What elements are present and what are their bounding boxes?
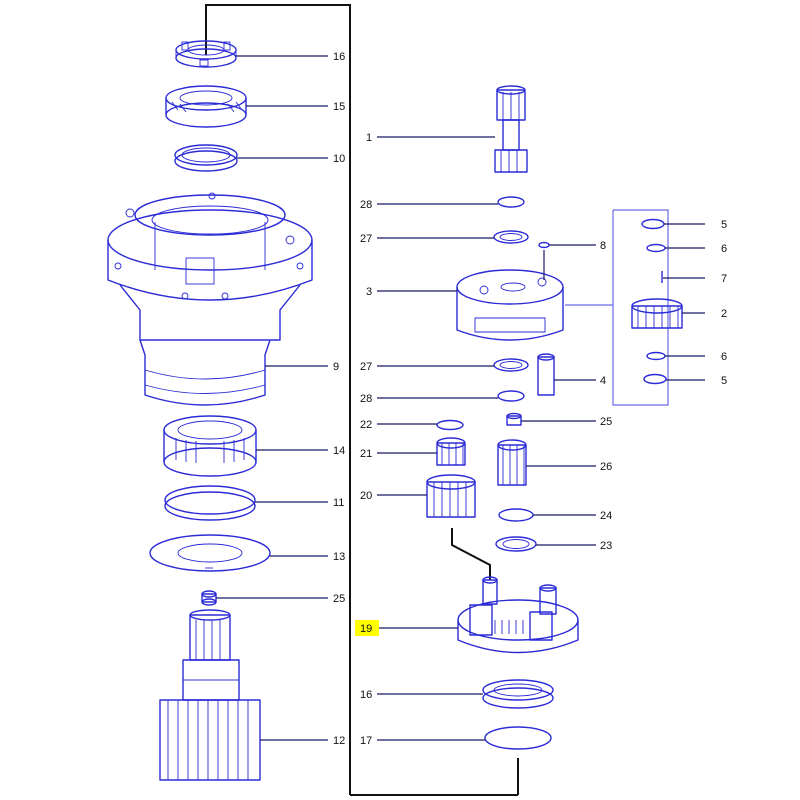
- callout-27-bottom[interactable]: 27: [360, 361, 372, 373]
- part-6-washer-bottom: [646, 351, 666, 361]
- part-10-ring: [174, 144, 238, 172]
- part-8-pin: [538, 241, 550, 249]
- callout-22[interactable]: 22: [360, 419, 372, 431]
- part-5-clip-top: [641, 218, 665, 230]
- leader-lines: [216, 55, 705, 741]
- callout-16-top[interactable]: 16: [333, 51, 345, 63]
- callout-28-bottom[interactable]: 28: [360, 393, 372, 405]
- part-22-ring: [436, 419, 464, 431]
- part-15-bearing: [165, 85, 247, 128]
- callout-6-top[interactable]: 6: [721, 243, 727, 255]
- callout-21[interactable]: 21: [360, 448, 372, 460]
- callout-4[interactable]: 4: [600, 375, 606, 387]
- callout-5-top[interactable]: 5: [721, 219, 727, 231]
- callout-1[interactable]: 1: [366, 132, 372, 144]
- callout-24[interactable]: 24: [600, 510, 612, 522]
- callout-23[interactable]: 23: [600, 540, 612, 552]
- part-6-washer-top: [646, 243, 666, 253]
- callout-27-top[interactable]: 27: [360, 233, 372, 245]
- part-2-planet-gear: [631, 298, 683, 329]
- part-19-carrier-assembly: [457, 576, 579, 654]
- callout-6-bottom[interactable]: 6: [721, 351, 727, 363]
- part-12-shaft: [159, 609, 261, 781]
- part-17-ring: [484, 726, 552, 750]
- callout-13[interactable]: 13: [333, 551, 345, 563]
- callout-8[interactable]: 8: [600, 240, 606, 252]
- planet-subassembly-bracket: [565, 209, 669, 406]
- callout-25-right[interactable]: 25: [600, 416, 612, 428]
- part-28-snap-ring-bottom: [497, 390, 525, 402]
- part-25-bushing-left: [201, 590, 217, 606]
- callout-25-left[interactable]: 25: [333, 593, 345, 605]
- part-26-gear: [497, 439, 527, 486]
- callout-20[interactable]: 20: [360, 490, 372, 502]
- part-1-pinion-shaft: [494, 85, 528, 173]
- part-16-lock-nut-bottom: [482, 679, 554, 709]
- callout-9[interactable]: 9: [333, 361, 339, 373]
- part-27-washer-bottom: [493, 358, 529, 372]
- callout-19[interactable]: 19: [360, 623, 372, 635]
- callout-28-top[interactable]: 28: [360, 199, 372, 211]
- callout-14[interactable]: 14: [333, 445, 345, 457]
- callout-5-bottom[interactable]: 5: [721, 375, 727, 387]
- assembly-frame-lines: [205, 4, 519, 796]
- part-5-clip-bottom: [643, 373, 667, 385]
- part-3-carrier: [456, 269, 564, 341]
- callout-16-bottom[interactable]: 16: [360, 689, 372, 701]
- part-24-snap-ring: [498, 508, 534, 522]
- part-14-bearing: [163, 415, 257, 477]
- part-13-plate: [149, 534, 271, 572]
- part-28-snap-ring-top: [497, 196, 525, 208]
- part-16-lock-nut-top: [175, 40, 237, 68]
- part-11-ring: [164, 485, 256, 521]
- part-25-bushing-right: [506, 412, 522, 426]
- part-21-pinion: [436, 437, 466, 466]
- part-4-pin: [537, 353, 555, 396]
- callout-11[interactable]: 11: [333, 497, 344, 509]
- part-27-washer-top: [493, 230, 529, 244]
- callout-3[interactable]: 3: [366, 286, 372, 298]
- callout-labels: 16 15 10 1 28 27 8 3 5 6 7 2 6 5 9 27 28…: [333, 51, 727, 747]
- part-23-washer: [495, 536, 537, 552]
- callout-19-highlight: [355, 620, 379, 636]
- callout-17[interactable]: 17: [360, 735, 372, 747]
- callout-26[interactable]: 26: [600, 461, 612, 473]
- callout-2[interactable]: 2: [721, 308, 727, 320]
- callout-7[interactable]: 7: [721, 273, 727, 285]
- part-9-housing: [107, 192, 313, 406]
- callout-15[interactable]: 15: [333, 101, 345, 113]
- callout-12[interactable]: 12: [333, 735, 345, 747]
- callout-10[interactable]: 10: [333, 153, 345, 165]
- part-20-sun-gear: [426, 474, 476, 518]
